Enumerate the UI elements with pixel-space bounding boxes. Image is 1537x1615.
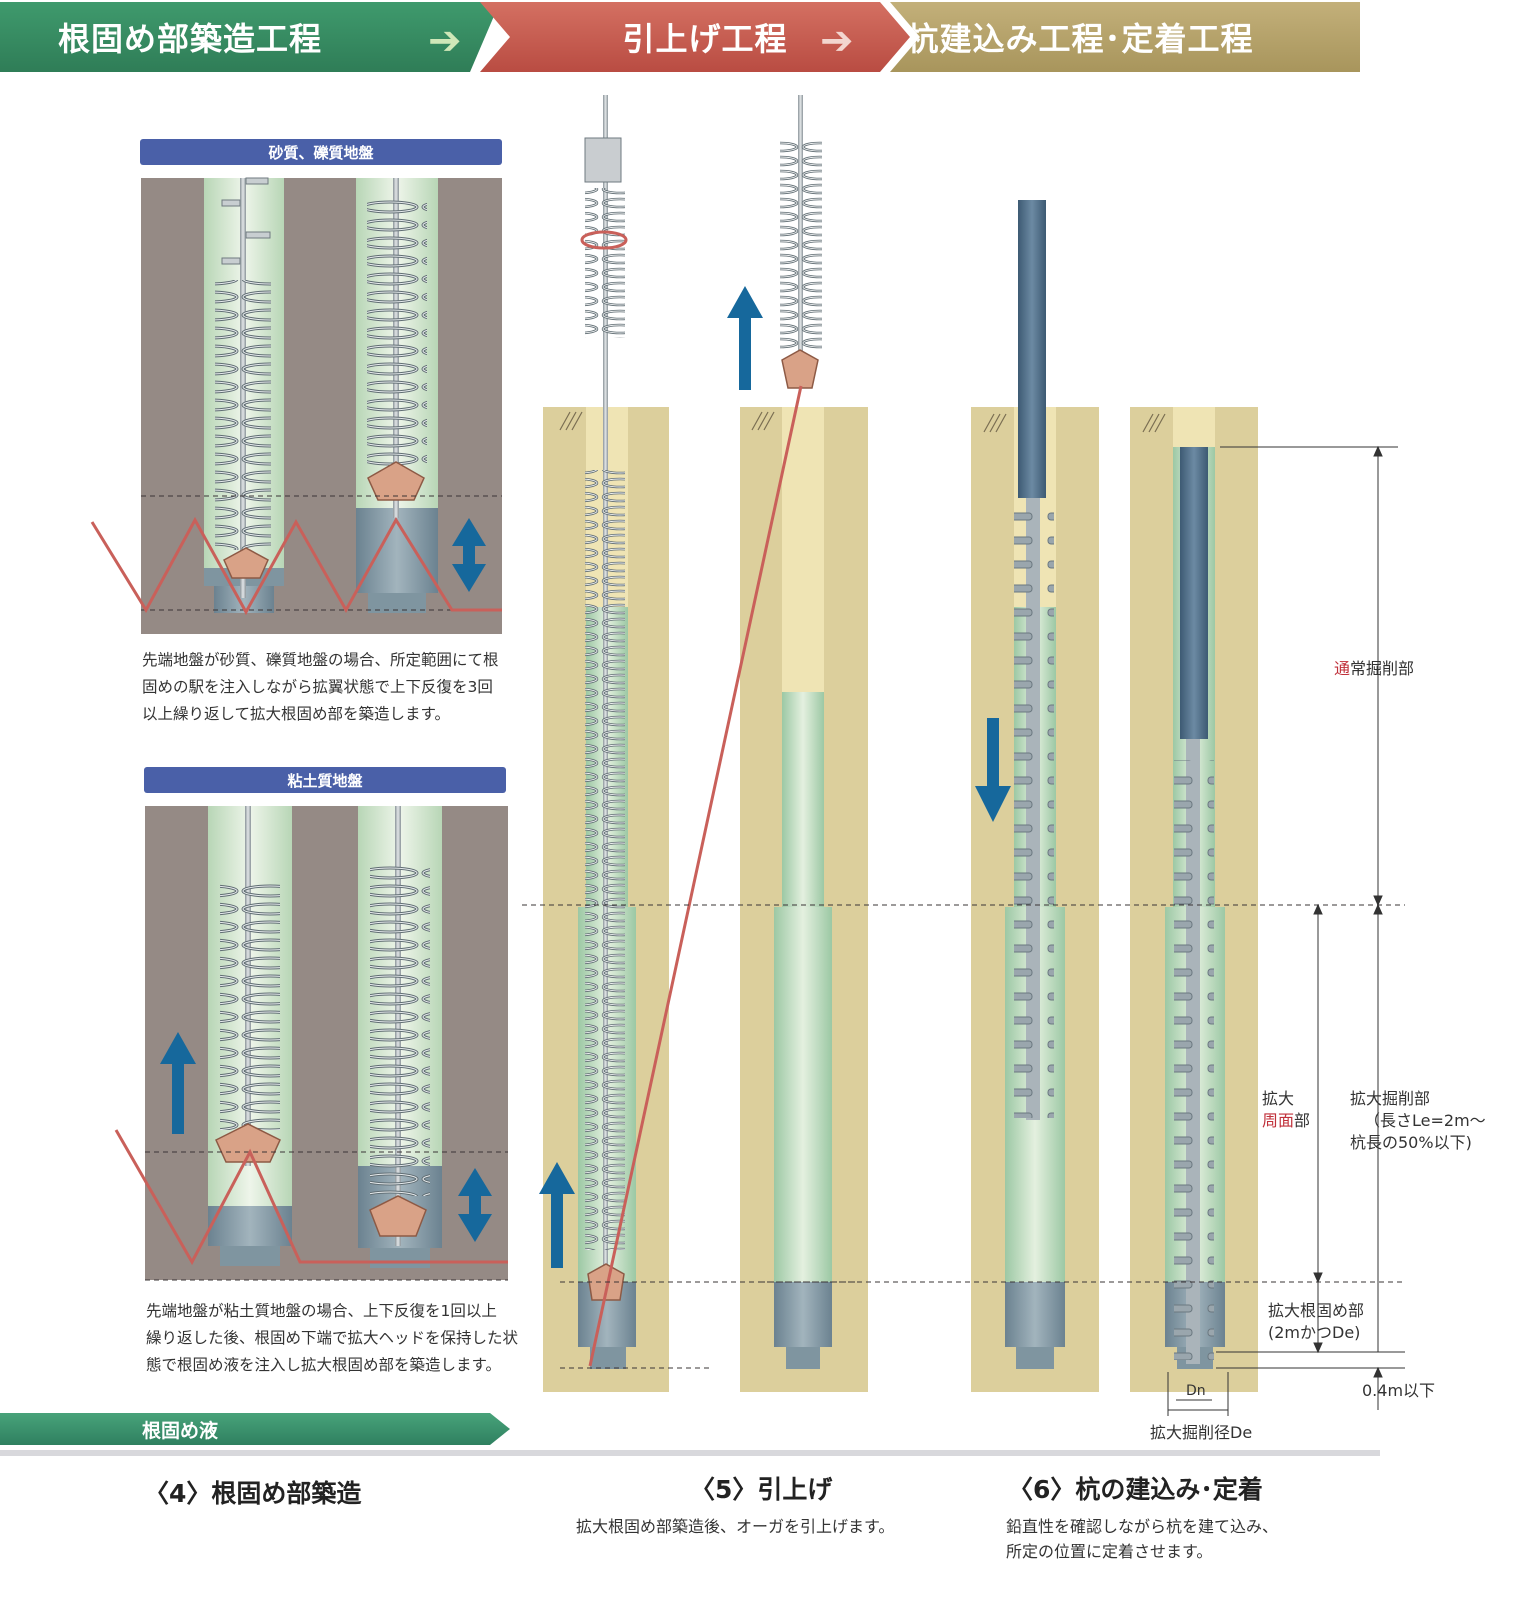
step-title-root: 〈4〉根固め部築造 xyxy=(144,1479,362,1508)
up-arrow-icon xyxy=(727,286,763,390)
column-root-construction xyxy=(539,95,669,1392)
up-arrow-icon xyxy=(539,1162,575,1268)
label-dn: Dn xyxy=(1186,1383,1206,1399)
column-pile-fixed xyxy=(1130,407,1258,1392)
panel-sand-diagram xyxy=(90,177,502,634)
caption-line: 態で根固め液を注入し拡大根固め部を築造します。 xyxy=(146,1356,501,1374)
step-desc-lift: 拡大根固め部築造後、オーガを引上げます。 xyxy=(576,1517,895,1536)
label-expanded-dig: 拡大掘削部 （長さLe=2m～ 杭長の50%以下) xyxy=(1350,1089,1486,1152)
arrow-right-icon: ➔ xyxy=(428,18,462,64)
process-step-root: 根固め部築造工程 xyxy=(0,2,500,72)
panel-title-clay: 粘土質地盤 xyxy=(144,767,506,793)
caption-sand: 先端地盤が砂質、礫質地盤の場合、所定範囲にて根 固めの駅を注入しながら拡翼状態で… xyxy=(142,647,522,728)
caption-line: 以上繰り返して拡大根固め部を築造します。 xyxy=(142,705,450,723)
label-normal-dig: 通常掘削部 xyxy=(1334,659,1415,678)
ground-hatch-icon xyxy=(559,411,1166,433)
down-arrow-icon xyxy=(975,718,1011,822)
label-de: 拡大掘削径De xyxy=(1150,1423,1253,1442)
divider xyxy=(0,1450,1380,1456)
up-down-arrow-icon xyxy=(452,518,486,592)
caption-clay: 先端地盤が粘土質地盤の場合、上下反復を1回以上 繰り返した後、根固め下端で拡大ヘ… xyxy=(146,1298,526,1379)
dimension-lines xyxy=(1167,445,1405,1416)
process-step-install: 杭建込み工程･定着工程 xyxy=(890,2,1360,72)
legend-root-liquid-label: 根固め液 xyxy=(142,1419,219,1442)
step-title-install: 〈6〉杭の建込み･定着 xyxy=(1008,1475,1263,1504)
step-desc-install: 鉛直性を確認しながら杭を建て込み、 所定の位置に定着させます。 xyxy=(1006,1517,1279,1561)
caption-line: 先端地盤が砂質、礫質地盤の場合、所定範囲にて根 xyxy=(142,651,499,669)
caption-line: 固めの駅を注入しながら拡翼状態で上下反復を3回 xyxy=(142,678,493,696)
column-pile-insert xyxy=(971,200,1099,1392)
label-expanded-side: 拡大 周面部 xyxy=(1262,1089,1311,1130)
panel-clay-diagram xyxy=(114,806,508,1281)
process-step-lift: 引上げ工程 xyxy=(480,2,910,72)
panel-title-sand: 砂質、礫質地盤 xyxy=(140,139,502,165)
up-down-arrow-icon xyxy=(458,1168,492,1242)
label-root-part: 拡大根固め部 (2mかつDe) xyxy=(1268,1301,1365,1342)
process-step-root-label: 根固め部築造工程 xyxy=(57,20,322,58)
arrow-right-icon: ➔ xyxy=(820,18,854,64)
label-depth-limit: 0.4m以下 xyxy=(1362,1381,1436,1400)
process-step-lift-label: 引上げ工程 xyxy=(622,20,788,58)
caption-line: 先端地盤が粘土質地盤の場合、上下反復を1回以上 xyxy=(146,1302,497,1320)
legend-root-liquid: 根固め液 xyxy=(0,1413,510,1445)
step-title-lift: 〈5〉引上げ xyxy=(690,1475,833,1504)
up-arrow-icon xyxy=(160,1032,196,1134)
caption-line: 繰り返した後、根固め下端で拡大ヘッドを保持した状 xyxy=(146,1329,519,1347)
process-step-install-label: 杭建込み工程･定着工程 xyxy=(906,20,1254,58)
column-lift xyxy=(727,95,868,1392)
